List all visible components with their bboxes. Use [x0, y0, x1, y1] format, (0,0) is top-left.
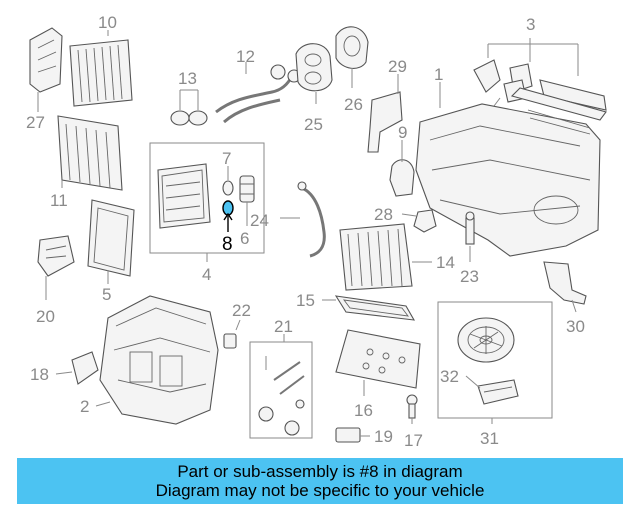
callout-24: 24	[250, 211, 269, 230]
callout-15: 15	[296, 291, 315, 310]
part-25-gasket	[295, 43, 333, 92]
part-28-valve	[413, 209, 437, 233]
part-24-drain-hose	[297, 181, 326, 258]
callout-8: 8	[222, 234, 233, 255]
callout-1: 1	[434, 65, 443, 84]
part-26-gasket	[335, 26, 369, 69]
part-9-sensor	[389, 159, 415, 197]
callout-19: 19	[374, 427, 393, 446]
banner-line-2: Diagram may not be specific to your vehi…	[155, 481, 485, 500]
part-31-assembly-box	[437, 301, 553, 419]
callout-23: 23	[460, 267, 479, 286]
part-23-sensor	[465, 211, 475, 245]
callout-6: 6	[240, 229, 249, 248]
part-2-lower-housing	[99, 295, 219, 425]
part-13-clamps	[170, 110, 208, 126]
callout-13: 13	[178, 69, 197, 88]
part-7-o-ring	[222, 180, 234, 196]
callout-22: 22	[232, 301, 251, 320]
part-18-lower-bracket	[71, 351, 99, 385]
callout-18-lower: 18	[30, 365, 49, 384]
part-1-hvac-housing	[415, 87, 607, 257]
callout-12: 12	[236, 47, 255, 66]
callout-4: 4	[202, 265, 211, 284]
part-6-valve-cartridge	[239, 175, 255, 203]
callout-30: 30	[566, 317, 585, 336]
callout-14: 14	[436, 253, 455, 272]
callout-21: 21	[274, 317, 293, 336]
part-19-connector	[335, 427, 361, 443]
callout-28: 28	[374, 205, 393, 224]
part-15-frame	[334, 295, 416, 321]
part-21-linkages	[258, 356, 305, 436]
part-3-actuators	[473, 59, 607, 111]
callout-7: 7	[222, 149, 231, 168]
parts-diagram: 10 27 11 5 20 13	[26, 13, 607, 450]
part-22-actuator	[223, 333, 237, 349]
callout-32: 32	[440, 367, 459, 386]
callout-5: 5	[102, 285, 111, 304]
callout-11: 11	[50, 191, 68, 210]
part-12-ac-lines	[215, 64, 301, 124]
callout-17: 17	[404, 431, 423, 450]
part-30-bracket	[543, 261, 587, 305]
callout-2: 2	[80, 397, 89, 416]
callout-26: 26	[344, 95, 363, 114]
info-banner: Part or sub-assembly is #8 in diagram Di…	[17, 458, 623, 504]
part-27-bracket	[29, 27, 63, 93]
part-29-bracket	[367, 91, 403, 153]
part-32-resistor	[477, 379, 519, 405]
part-20-module	[37, 235, 75, 277]
part-4-expansion-valve-body	[157, 163, 211, 229]
part-5-filter	[87, 199, 135, 277]
part-21-assembly-box	[249, 341, 313, 439]
part-11-evaporator	[57, 115, 123, 191]
part-10-heater-core	[69, 39, 133, 107]
part-16-tray	[335, 329, 421, 389]
callout-16: 16	[354, 401, 373, 420]
callout-29: 29	[388, 57, 407, 76]
banner-line-1: Part or sub-assembly is #8 in diagram	[177, 462, 463, 481]
part-14-dust-filter	[339, 223, 413, 291]
callout-20: 20	[36, 307, 55, 326]
part-17-bolt	[406, 394, 418, 419]
callout-3: 3	[526, 15, 535, 34]
callout-10: 10	[98, 13, 117, 32]
callout-31: 31	[480, 429, 499, 448]
part-31-blower-motor	[457, 317, 515, 363]
callout-27: 27	[26, 113, 45, 132]
callout-9: 9	[398, 123, 407, 142]
callout-25: 25	[304, 115, 323, 134]
